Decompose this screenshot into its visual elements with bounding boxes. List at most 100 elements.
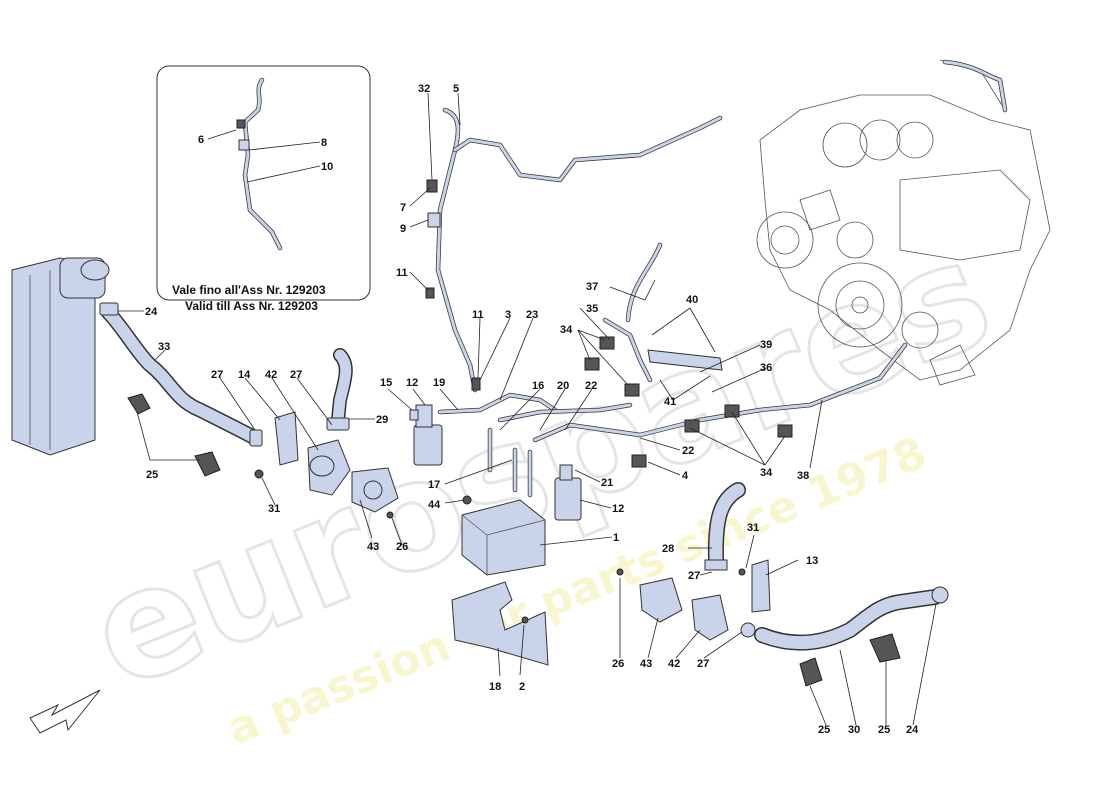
callout-20: 20	[557, 380, 569, 392]
inset-panel: Vale fino all'Ass Nr. 129203 Valid till …	[156, 65, 371, 313]
callout-18: 18	[489, 681, 501, 693]
callout-37: 37	[586, 281, 598, 293]
coolant-hose-left	[99, 302, 263, 447]
callout-5: 5	[453, 83, 459, 95]
orientation-arrow	[29, 689, 101, 734]
callout-14: 14	[238, 369, 251, 381]
screw-31-left	[254, 469, 264, 479]
callout-3: 3	[505, 309, 511, 321]
clip-11	[425, 287, 435, 299]
inset-note-line1: Vale fino all'Ass Nr. 129203	[172, 283, 326, 297]
callout-25-right-b: 25	[878, 724, 890, 736]
coolant-hose-right	[740, 586, 949, 651]
callout-32: 32	[418, 83, 430, 95]
callout-12-left: 12	[406, 377, 418, 389]
connector-3	[471, 377, 481, 391]
callout-11-upper: 11	[396, 267, 408, 279]
vacuum-reservoir	[461, 499, 546, 576]
callout-22-lower: 22	[682, 445, 694, 457]
callout-27-a: 27	[211, 369, 223, 381]
callout-36: 36	[760, 362, 772, 374]
connector-34d	[684, 419, 700, 433]
solenoid-12-left	[413, 404, 443, 466]
callout-7: 7	[400, 202, 406, 214]
callout-24-right: 24	[906, 724, 919, 736]
callout-30: 30	[848, 724, 860, 736]
leader-lines	[118, 92, 937, 726]
callout-31-right: 31	[747, 522, 759, 534]
connector-34f	[777, 424, 793, 438]
clamp-25a	[127, 393, 151, 415]
clip-7	[426, 179, 438, 193]
callout-8: 8	[321, 137, 327, 149]
callout-24-left: 24	[145, 306, 158, 318]
clamp-25c	[799, 657, 823, 687]
callout-1: 1	[613, 532, 619, 544]
callout-22-upper: 22	[585, 380, 597, 392]
callout-17: 17	[428, 479, 440, 491]
callout-26-left: 26	[396, 541, 408, 553]
callout-38: 38	[797, 470, 809, 482]
bracket-40	[647, 349, 723, 371]
connector-34c	[624, 383, 640, 397]
callout-13: 13	[806, 555, 818, 567]
connector-34e	[724, 404, 740, 418]
thermostat-housing-42-right	[691, 594, 729, 641]
callout-31-left: 31	[268, 503, 280, 515]
callout-23: 23	[526, 309, 538, 321]
callout-10: 10	[321, 161, 333, 173]
inset-note-line2: Valid till Ass Nr. 129203	[185, 299, 318, 313]
callout-34-lower: 34	[760, 467, 773, 479]
callout-9: 9	[400, 223, 406, 235]
valve-43-left	[351, 467, 399, 513]
bracket-13	[751, 559, 771, 613]
callout-16: 16	[532, 380, 544, 392]
connector-34a	[584, 357, 600, 371]
callout-44: 44	[428, 499, 441, 511]
pipe-29	[326, 348, 353, 431]
connector-4	[631, 454, 647, 468]
callout-41: 41	[664, 396, 676, 408]
callout-25-left: 25	[146, 469, 158, 481]
callout-34-upper: 34	[560, 324, 573, 336]
callout-11-lower: 11	[472, 309, 484, 321]
callout-42-right: 42	[668, 658, 680, 670]
callout-43-left: 43	[367, 541, 379, 553]
thermostat-housing-42-left	[307, 439, 351, 496]
callout-26-right: 26	[612, 658, 624, 670]
callout-43-right: 43	[640, 658, 652, 670]
callout-42-left: 42	[265, 369, 277, 381]
callout-39: 39	[760, 339, 772, 351]
callout-28: 28	[662, 543, 674, 555]
solenoid-12-right	[554, 464, 582, 521]
hose-28	[704, 482, 746, 571]
callout-4: 4	[682, 470, 689, 482]
clamp-25d	[869, 633, 901, 663]
callout-27-b: 27	[290, 369, 302, 381]
valve-15	[409, 409, 419, 421]
screw-26-right	[616, 568, 624, 576]
valve-43-right	[639, 577, 683, 623]
callout-27-c: 27	[688, 570, 700, 582]
screw-31-right	[738, 568, 746, 576]
screw-18	[521, 616, 529, 624]
callout-labels: 6 8 10 32 5 7 9 11 11 3 23 24 33 27 14 4…	[145, 83, 919, 736]
intercooler	[11, 257, 110, 456]
callout-2: 2	[519, 681, 525, 693]
callout-19: 19	[433, 377, 445, 389]
callout-29: 29	[376, 414, 388, 426]
callout-33: 33	[158, 341, 170, 353]
callout-35: 35	[586, 303, 598, 315]
engine-illustration	[756, 59, 1051, 386]
clip-9	[427, 212, 441, 228]
callout-40: 40	[686, 294, 698, 306]
bracket-14	[274, 411, 299, 466]
callout-27-d: 27	[697, 658, 709, 670]
callout-15: 15	[380, 377, 392, 389]
callout-25-right-a: 25	[818, 724, 830, 736]
callout-21: 21	[601, 477, 613, 489]
clamp-25b	[194, 451, 221, 477]
screw-26-left	[386, 511, 394, 519]
callout-12-right: 12	[612, 503, 624, 515]
